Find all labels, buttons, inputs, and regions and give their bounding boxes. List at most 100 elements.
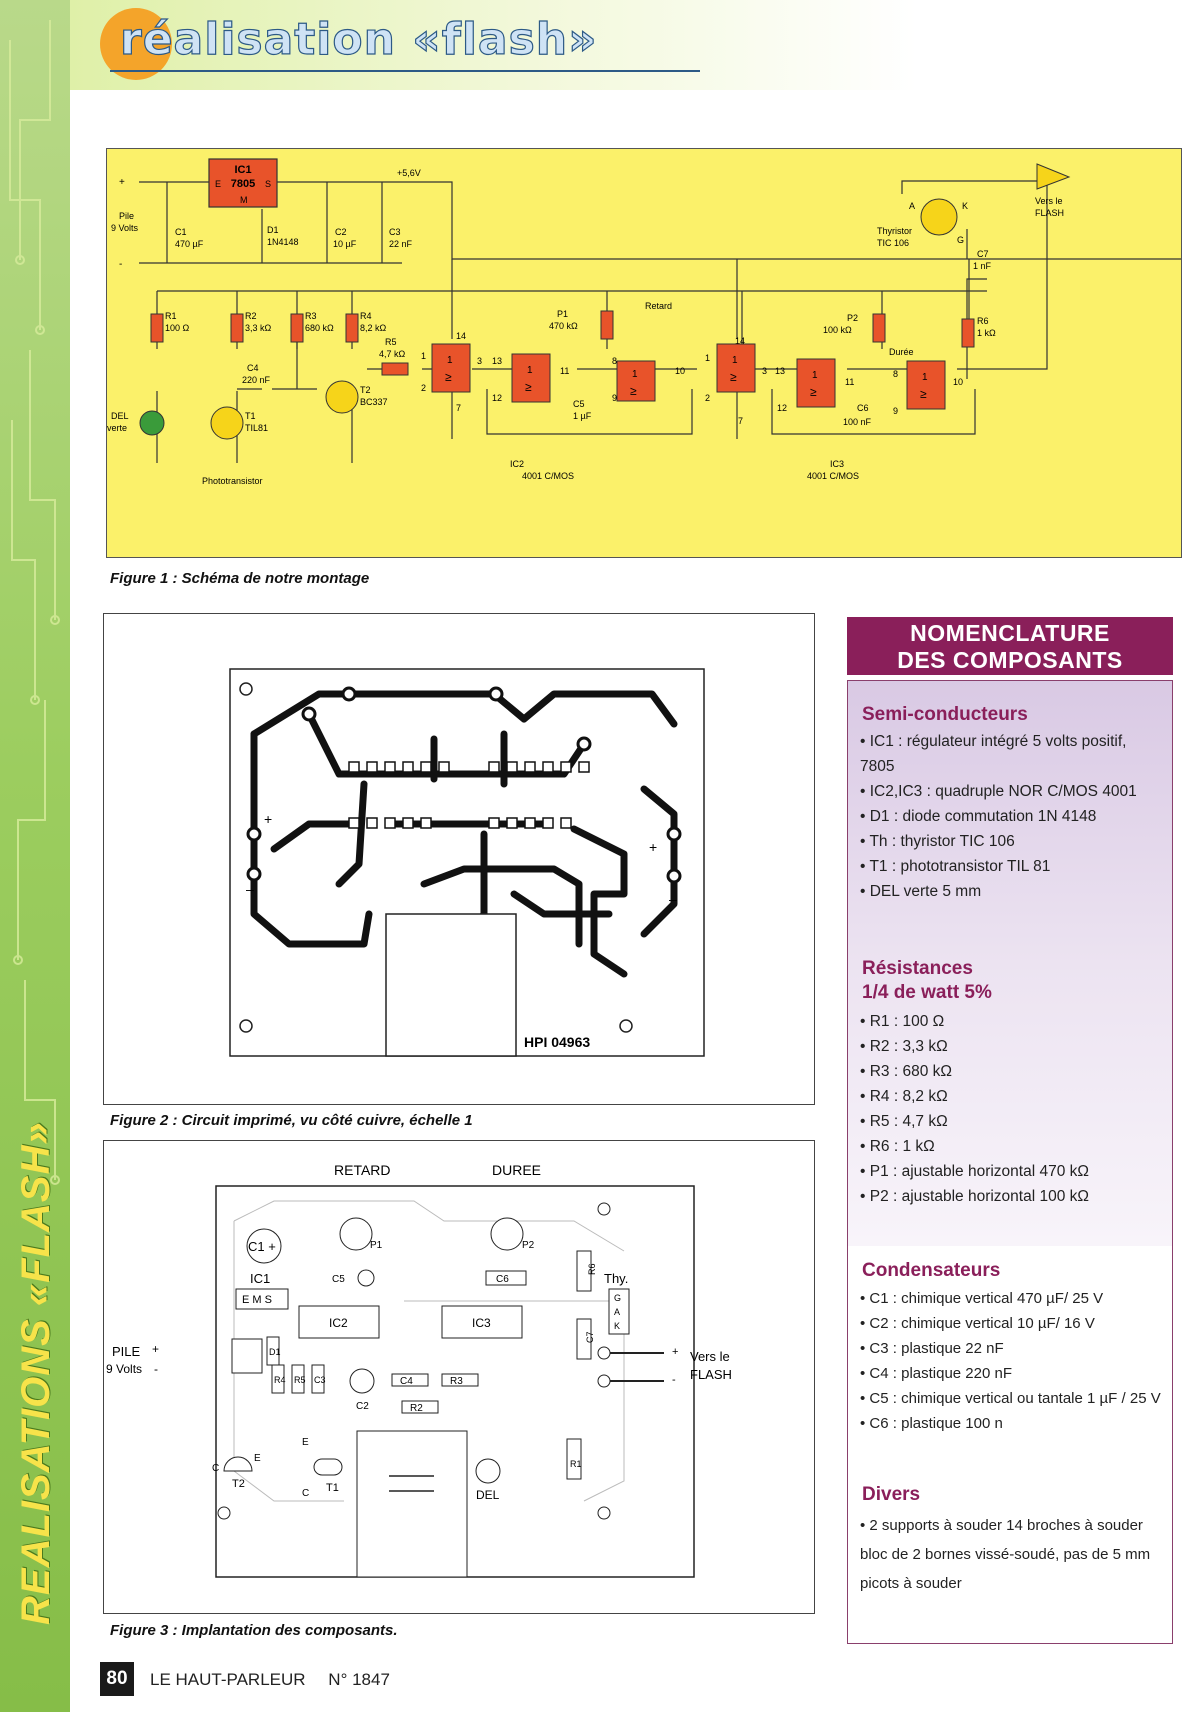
c7-capacitor: [576, 1318, 592, 1360]
r3-label: R3: [305, 311, 317, 321]
ic2-pad: [402, 761, 414, 773]
p1-potentiometer: [339, 1217, 373, 1251]
component-layout-diagram: RETARD DUREE C1 + IC1 E M S P1 P2 C5 C6 …: [106, 1162, 732, 1578]
pin-3-a: 3: [477, 356, 482, 366]
pad: [666, 868, 682, 884]
list-item: • T1 : phototransistor TIL 81: [860, 858, 1051, 875]
r5-label: R5: [294, 1375, 306, 1385]
retard-label: Retard: [645, 301, 672, 311]
list-item: • R2 : 3,3 kΩ: [860, 1038, 948, 1055]
vcc-label: +5,6V: [397, 168, 421, 178]
list-item: • DEL verte 5 mm: [860, 883, 982, 900]
pin-9-a: 9: [612, 393, 617, 403]
mounting-hole: [619, 1019, 633, 1033]
gate-sym-c: ≥: [630, 384, 637, 398]
nomenclature-panel: Semi-conducteurs • IC1 : régulateur inté…: [847, 680, 1173, 1644]
supply-minus: -: [119, 259, 122, 270]
ic2-gate-b: [511, 353, 551, 403]
t1-value: TIL81: [245, 423, 268, 433]
mounting-hole: [239, 682, 253, 696]
gate-1-a: 1: [447, 355, 453, 366]
nomenclature-title-2: DES COMPOSANTS: [897, 647, 1123, 673]
ic3-pad: [488, 761, 500, 773]
ic1-e-pin: E: [215, 179, 221, 189]
ic2-pad: [402, 817, 414, 829]
ic1-regulator: [208, 158, 278, 208]
list-item: • R5 : 4,7 kΩ: [860, 1113, 948, 1130]
p2-value: 100 kΩ: [823, 325, 852, 335]
ic3-pad: [524, 817, 536, 829]
pin-2-a: 2: [421, 383, 426, 393]
nomenclature-title-1: NOMENCLATURE: [910, 620, 1110, 646]
c7-label: C7: [585, 1331, 595, 1343]
duree-label: Durée: [889, 347, 914, 357]
r3-resistor: [441, 1373, 479, 1387]
ic1-s-pin: S: [265, 179, 271, 189]
pin-14-a: 14: [456, 331, 466, 341]
c2-label: C2: [335, 227, 347, 237]
r4-resistor: [345, 313, 359, 343]
ic3-label: IC3: [830, 459, 844, 469]
d1-label: D1: [269, 1347, 281, 1357]
t2-transistor: [325, 380, 359, 414]
pcb-cutout: [385, 913, 517, 1057]
r2-label: R2: [410, 1403, 423, 1414]
c2-label: C2: [356, 1401, 369, 1412]
pad: [666, 826, 682, 842]
r6-label: R6: [977, 316, 989, 326]
flash-output-icon: [1036, 163, 1071, 190]
pcb-plus-left: +: [264, 811, 272, 827]
c1-value: 470 µF: [175, 239, 204, 249]
list-item: • P1 : ajustable horizontal 470 kΩ: [860, 1163, 1089, 1180]
gate-sym-d: ≥: [730, 370, 737, 384]
pile-label: Pile: [119, 211, 134, 221]
ic3-label: IC3: [472, 1316, 491, 1330]
figure2-pcb: + – + – HPI 04963: [103, 613, 815, 1105]
ic2-pad: [438, 761, 450, 773]
pile-label: PILE: [112, 1344, 141, 1359]
figure1-schematic: IC1 7805 E S M + - Pile 9 Volts C1 470 µ…: [106, 148, 1182, 558]
r5-resistor: [291, 1364, 305, 1394]
ic2-pad: [384, 761, 396, 773]
c4-capacitor: [391, 1373, 429, 1387]
c4-label: C4: [400, 1376, 413, 1387]
c3-capacitor: [311, 1364, 325, 1394]
gate-1-e: 1: [812, 370, 818, 381]
t2-label: T2: [232, 1478, 245, 1490]
c6-capacitor: [485, 1270, 527, 1286]
thy-g: G: [614, 1293, 621, 1303]
pin-2-b: 2: [705, 393, 710, 403]
list-item: • C3 : plastique 22 nF: [860, 1340, 1004, 1357]
page-title: réalisation «flash»: [119, 13, 598, 65]
mounting-hole: [597, 1202, 611, 1216]
ic2-chip: [298, 1305, 380, 1339]
pin-12-a: 12: [492, 393, 502, 403]
gate-sym-a: ≥: [445, 370, 452, 384]
r5-label: R5: [385, 337, 397, 347]
thyristor-value: TIC 106: [877, 238, 909, 248]
r6-resistor: [961, 318, 975, 348]
r1-resistor: [150, 313, 164, 343]
terminal-block: [231, 1338, 263, 1374]
page-number: 80: [100, 1662, 134, 1696]
vers-label: Vers le: [1035, 196, 1063, 206]
pad: [301, 706, 317, 722]
side-band: REALISATIONS «FLASH»: [0, 0, 70, 1712]
c1-capacitor: [246, 1228, 282, 1264]
p2-potentiometer: [490, 1217, 524, 1251]
ic3-pad: [560, 761, 572, 773]
ic2-gate-a: [431, 343, 471, 393]
r1-label: R1: [570, 1459, 582, 1469]
list-item: picots à souder: [860, 1575, 962, 1592]
condensateurs-list: • C1 : chimique vertical 470 µF/ 25 V • …: [860, 1286, 1162, 1436]
figure3-caption: Figure 3 : Implantation des composants.: [110, 1622, 398, 1639]
thy-g: G: [957, 235, 964, 245]
d1-value: 1N4148: [267, 237, 299, 247]
p2-label: P2: [522, 1240, 535, 1251]
r2-value: 3,3 kΩ: [245, 323, 272, 333]
t2-value: BC337: [360, 397, 388, 407]
ic1-m-pin: M: [240, 195, 248, 205]
ic2-pad: [420, 817, 432, 829]
pin-7-a: 7: [456, 403, 461, 413]
r1-value: 100 Ω: [165, 323, 190, 333]
